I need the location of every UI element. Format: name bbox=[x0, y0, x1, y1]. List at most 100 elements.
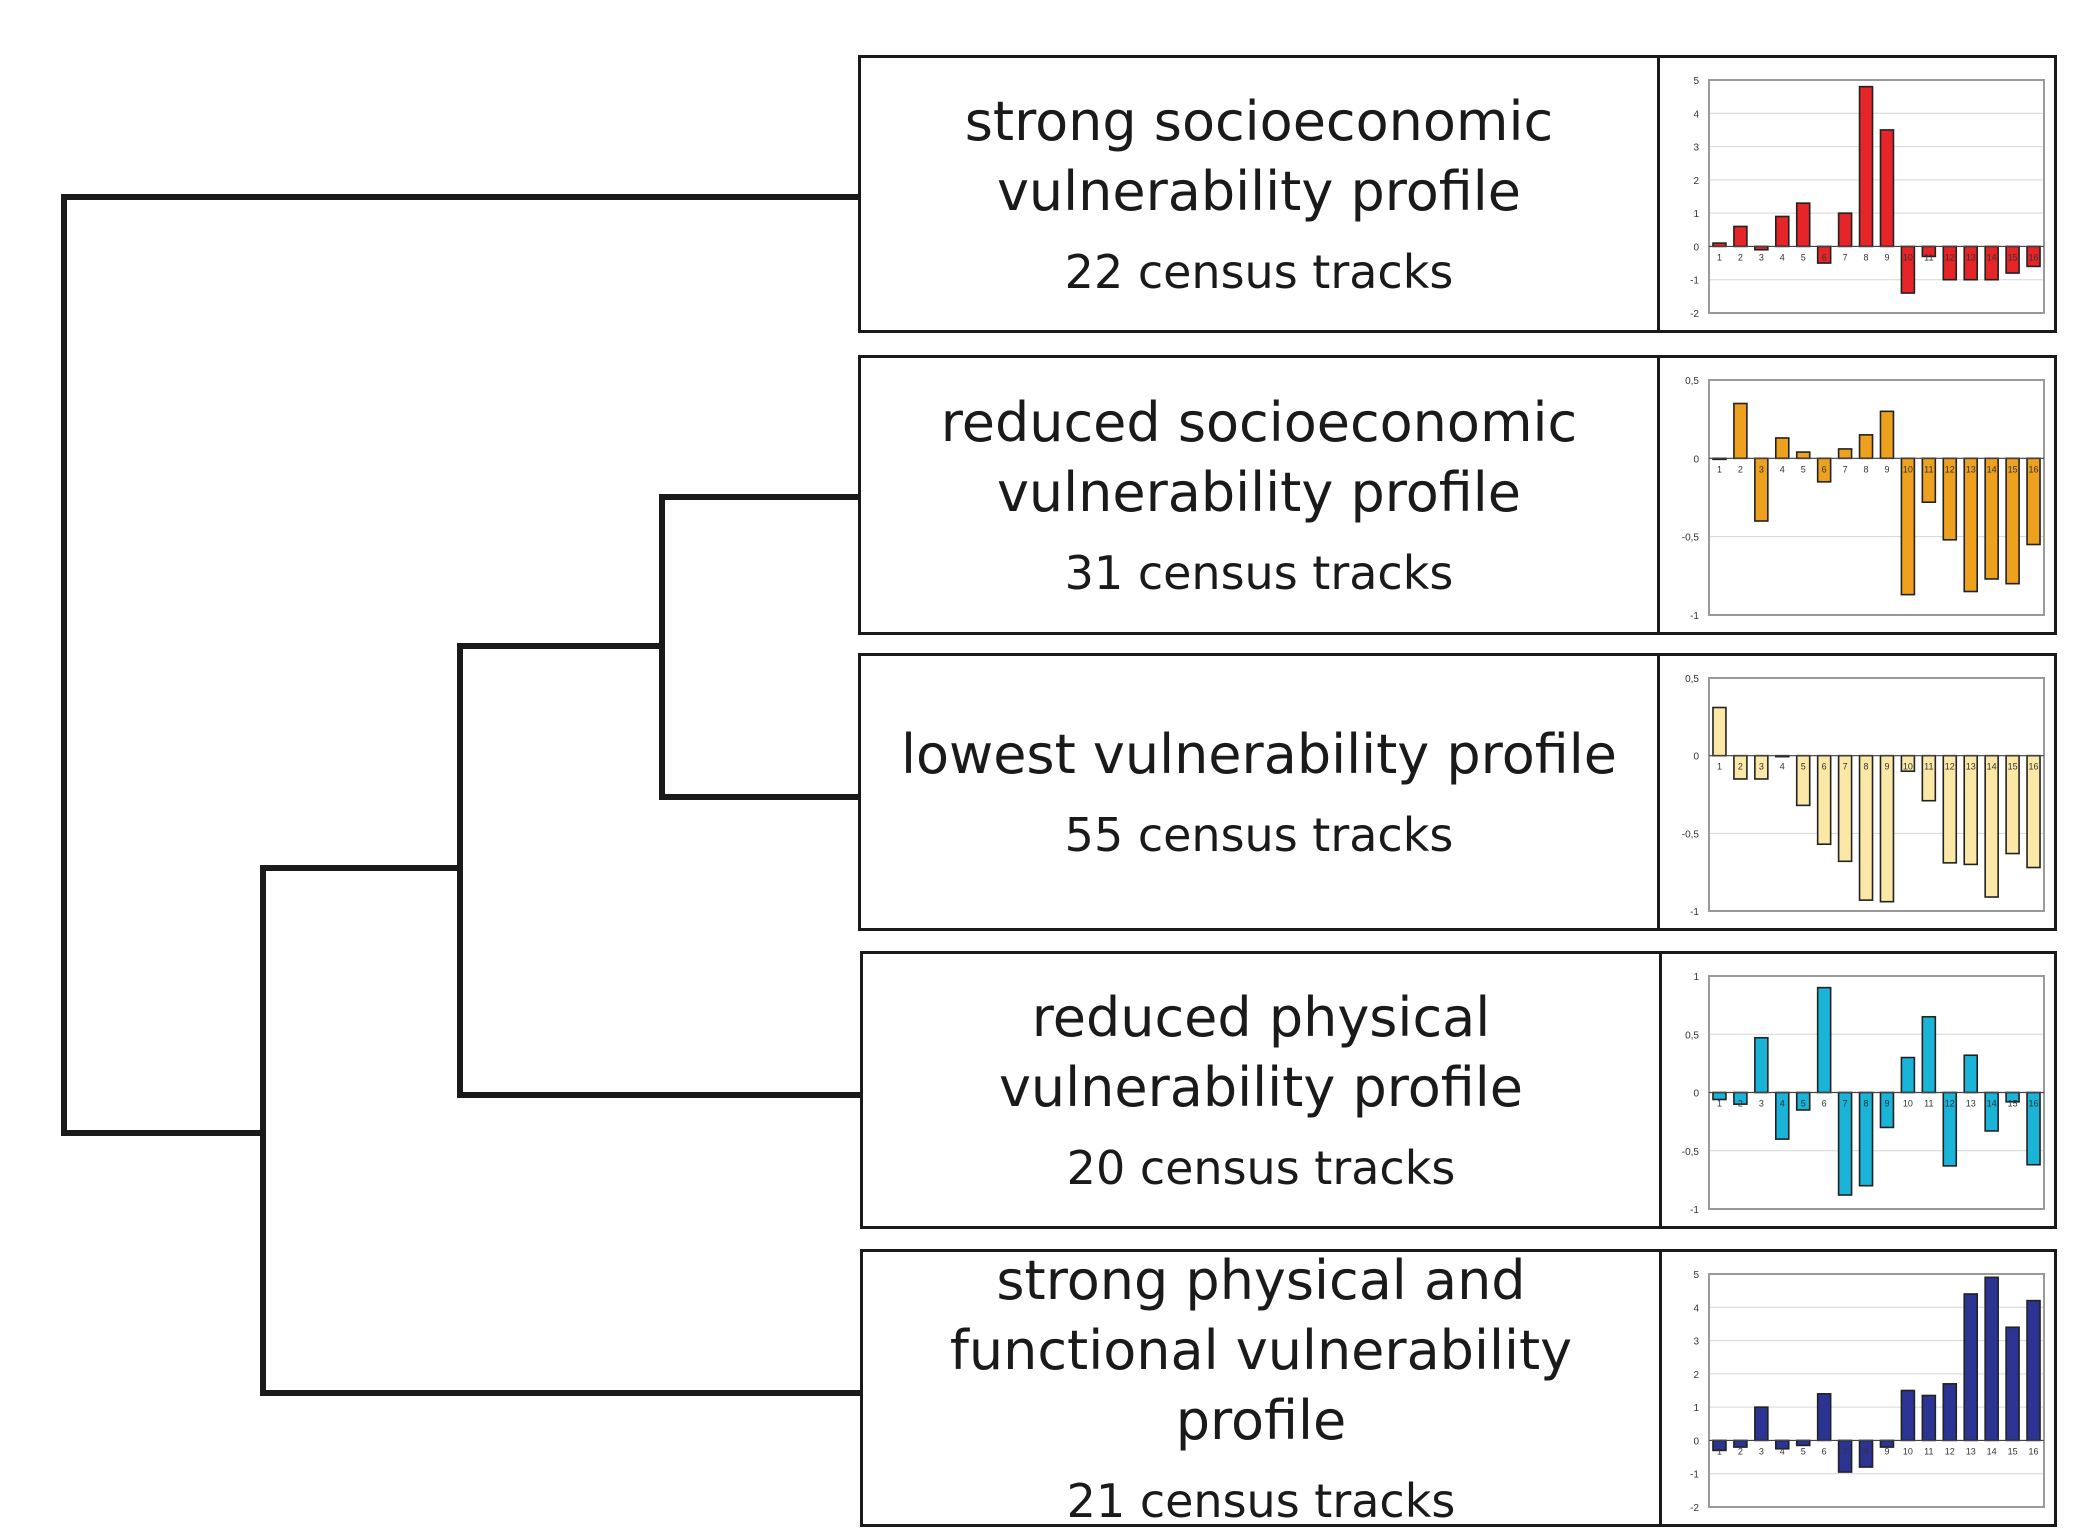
bar bbox=[1879, 410, 1895, 460]
category-label: 15 bbox=[2008, 762, 2018, 772]
category-label: 15 bbox=[2008, 464, 2018, 474]
y-tick-label: 0,5 bbox=[1685, 376, 1699, 387]
profile-title: reduced physical vulnerability profile bbox=[998, 986, 1524, 1119]
category-label: 3 bbox=[1759, 1446, 1764, 1456]
category-label: 11 bbox=[1924, 464, 1933, 474]
category-label: 6 bbox=[1822, 252, 1827, 262]
bar bbox=[1837, 212, 1853, 248]
category-label: 7 bbox=[1843, 762, 1848, 772]
bar bbox=[1879, 754, 1895, 903]
category-label: 9 bbox=[1884, 1446, 1889, 1456]
bar bbox=[1963, 457, 1979, 593]
category-label: 14 bbox=[1987, 1446, 1997, 1456]
category-label: 12 bbox=[1945, 252, 1955, 262]
category-label: 1 bbox=[1717, 762, 1722, 772]
y-tick-label: 1 bbox=[1693, 972, 1699, 983]
y-tick-label: 0 bbox=[1693, 242, 1699, 253]
category-label: 8 bbox=[1864, 1446, 1869, 1456]
y-tick-label: -2 bbox=[1690, 1503, 1699, 1514]
y-tick-label: 4 bbox=[1693, 109, 1699, 120]
category-label: 14 bbox=[1987, 762, 1997, 772]
y-tick-label: 5 bbox=[1693, 76, 1699, 87]
bar bbox=[1733, 402, 1748, 460]
category-label: 7 bbox=[1843, 1446, 1848, 1456]
bar bbox=[1921, 1394, 1937, 1442]
profile-title: lowest vulnerability profile bbox=[901, 723, 1617, 786]
category-label: 4 bbox=[1780, 252, 1785, 262]
category-label: 5 bbox=[1801, 252, 1806, 262]
bar bbox=[1942, 1383, 1958, 1442]
bar bbox=[1900, 1389, 1916, 1442]
category-label: 9 bbox=[1884, 252, 1889, 262]
bar bbox=[1816, 1393, 1832, 1442]
bar bbox=[1837, 448, 1853, 460]
bar bbox=[1984, 457, 1999, 580]
y-tick-label: 1 bbox=[1693, 209, 1699, 220]
bar bbox=[1963, 1293, 1979, 1442]
dendrogram-link-c bbox=[659, 494, 863, 800]
y-tick-label: 2 bbox=[1693, 1370, 1699, 1381]
category-label: 2 bbox=[1738, 1446, 1743, 1456]
profile-title: reduced socioeconomic vulnerability prof… bbox=[940, 391, 1578, 524]
cluster-card-1: strong socioeconomic vulnerability profi… bbox=[858, 55, 2057, 333]
bar bbox=[2005, 457, 2020, 585]
category-label: 12 bbox=[1945, 1099, 1955, 1109]
bar bbox=[1774, 437, 1790, 460]
category-label: 16 bbox=[2029, 252, 2039, 262]
y-tick-label: 0 bbox=[1693, 752, 1699, 763]
category-label: 5 bbox=[1801, 1446, 1806, 1456]
bar bbox=[2026, 754, 2041, 869]
y-tick-label: -1 bbox=[1690, 611, 1699, 622]
cluster-label-4: reduced physical vulnerability profile 2… bbox=[863, 954, 1662, 1226]
category-label: 1 bbox=[1717, 1099, 1722, 1109]
category-label: 16 bbox=[2029, 762, 2039, 772]
profile-count: 21 census tracks bbox=[1066, 1474, 1456, 1528]
bar bbox=[1963, 1054, 1979, 1094]
y-tick-label: -0,5 bbox=[1682, 1147, 1700, 1158]
bar bbox=[1858, 85, 1874, 248]
y-tick-label: -0,5 bbox=[1682, 533, 1700, 544]
y-tick-label: -1 bbox=[1690, 276, 1699, 287]
bar bbox=[2005, 1326, 2020, 1442]
category-label: 1 bbox=[1717, 252, 1722, 262]
category-label: 14 bbox=[1987, 464, 1997, 474]
category-label: 8 bbox=[1864, 252, 1869, 262]
category-label: 14 bbox=[1987, 1099, 1997, 1109]
y-tick-label: 0 bbox=[1693, 1436, 1699, 1447]
bar bbox=[1900, 1056, 1916, 1094]
bar bbox=[1984, 1276, 1999, 1442]
bar bbox=[2026, 1299, 2041, 1442]
dendrogram-link-b bbox=[457, 643, 665, 1098]
cluster-card-5: strong physical and functional vulnerabi… bbox=[860, 1249, 2057, 1528]
category-label: 3 bbox=[1759, 464, 1764, 474]
category-label: 3 bbox=[1759, 762, 1764, 772]
category-label: 5 bbox=[1801, 762, 1806, 772]
bar bbox=[1879, 129, 1895, 248]
y-tick-label: 0 bbox=[1693, 454, 1699, 465]
y-tick-label: 3 bbox=[1693, 143, 1699, 154]
bar bbox=[1858, 434, 1874, 460]
category-label: 2 bbox=[1738, 464, 1743, 474]
category-label: 16 bbox=[2029, 1446, 2039, 1456]
category-label: 10 bbox=[1903, 1099, 1913, 1109]
category-label: 1 bbox=[1717, 464, 1722, 474]
cluster-label-3: lowest vulnerability profile 55 census t… bbox=[861, 656, 1660, 928]
category-label: 10 bbox=[1903, 762, 1913, 772]
bar bbox=[1900, 457, 1916, 596]
category-label: 11 bbox=[1924, 252, 1933, 262]
y-tick-label: 3 bbox=[1693, 1337, 1699, 1348]
bar bbox=[1795, 202, 1811, 248]
category-label: 9 bbox=[1884, 762, 1889, 772]
category-label: 6 bbox=[1822, 1446, 1827, 1456]
profile-title: strong physical and functional vulnerabi… bbox=[949, 1249, 1573, 1452]
category-label: 4 bbox=[1780, 464, 1785, 474]
category-label: 10 bbox=[1903, 464, 1913, 474]
y-tick-label: -0,5 bbox=[1682, 829, 1700, 840]
category-label: 6 bbox=[1822, 464, 1827, 474]
category-label: 8 bbox=[1864, 1099, 1869, 1109]
category-label: 7 bbox=[1843, 464, 1848, 474]
